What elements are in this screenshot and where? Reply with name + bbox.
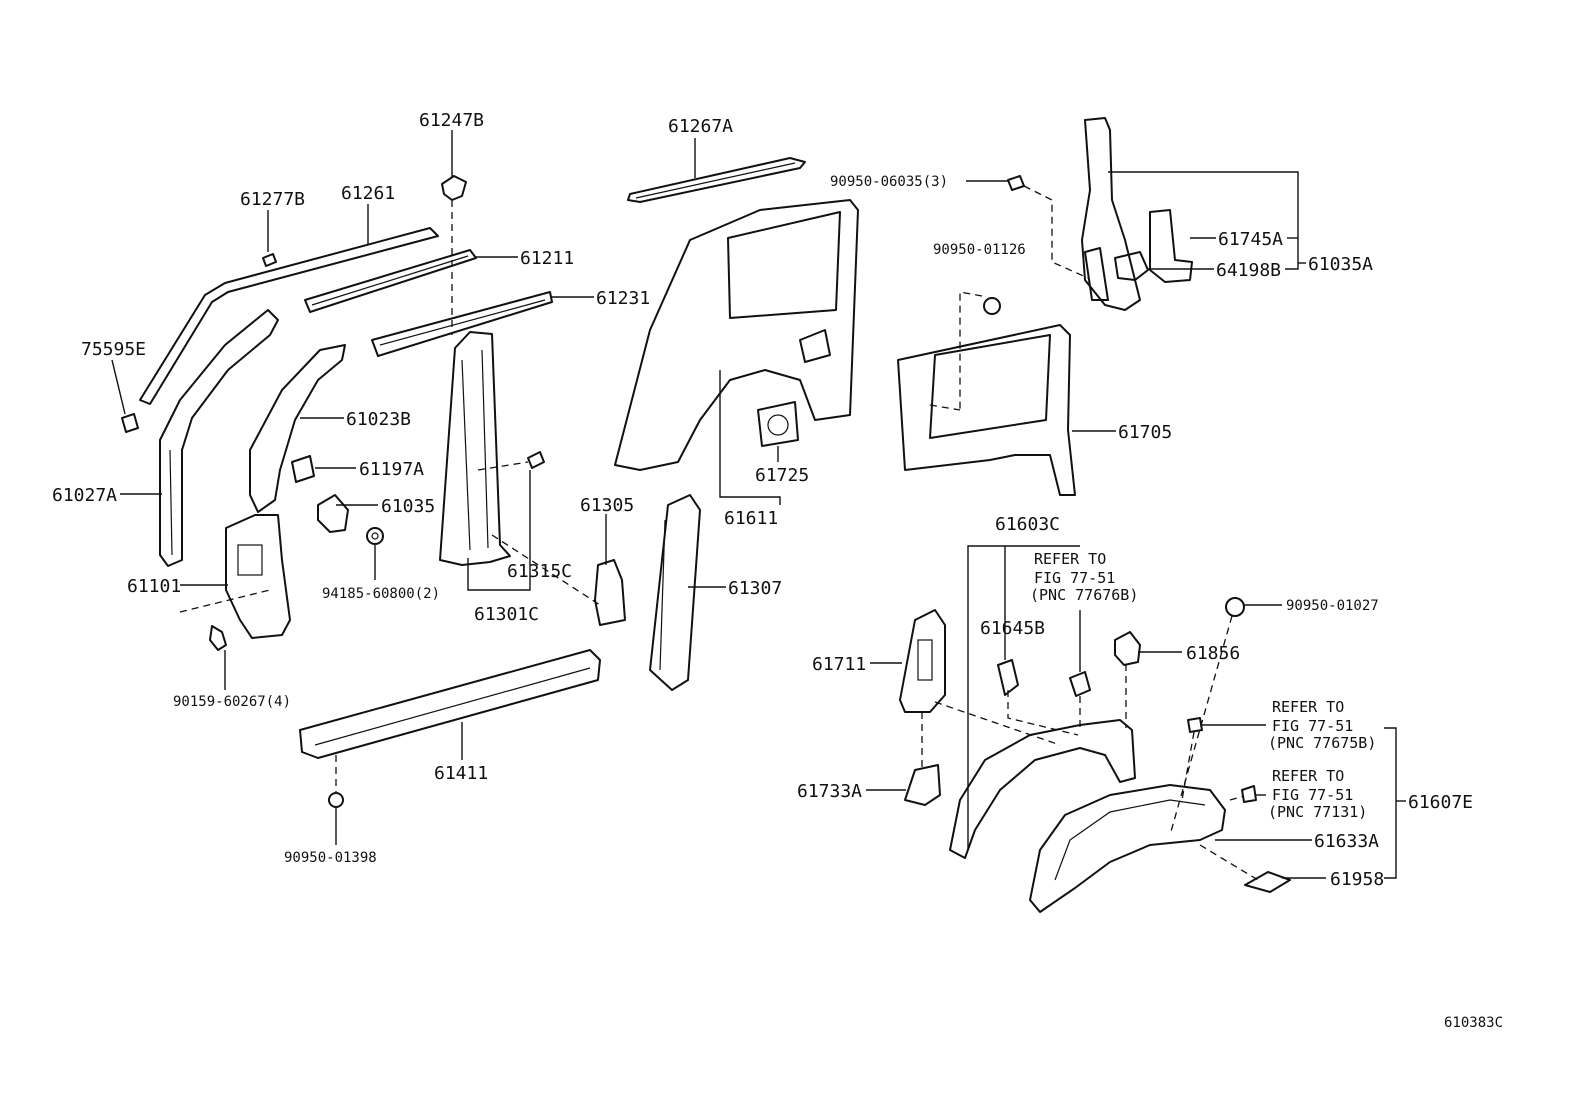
part-64198B	[1114, 251, 1149, 281]
label-90950-01126: 90950-01126	[933, 242, 1026, 258]
part-61247B	[441, 175, 467, 201]
label-61307: 61307	[728, 578, 782, 599]
label-61725: 61725	[755, 465, 809, 486]
part-61101	[225, 514, 291, 639]
label-61305: 61305	[580, 495, 634, 516]
part-61211	[304, 249, 477, 313]
label-64198B: 64198B	[1216, 260, 1281, 281]
label-61705: 61705	[1118, 422, 1172, 443]
label-90159-60267: 90159-60267(4)	[173, 694, 291, 710]
part-61307	[649, 494, 701, 691]
refer-to-block-77675B: REFER TO FIG 77-51 (PNC 77675B)	[1268, 698, 1376, 752]
part-61611	[614, 199, 859, 471]
part-61261	[139, 227, 439, 405]
part-90950-01027	[1225, 597, 1245, 617]
label-61745A: 61745A	[1218, 229, 1283, 250]
label-90950-06035: 90950-06035(3)	[830, 174, 948, 190]
label-61411: 61411	[434, 763, 488, 784]
ref1-line3: (PNC 77676B)	[1030, 586, 1138, 604]
ref3-line1: REFER TO	[1272, 767, 1344, 785]
ref3-line2: FIG 77-51	[1272, 786, 1353, 804]
label-61211: 61211	[520, 248, 574, 269]
part-61197A	[291, 455, 315, 483]
label-61856: 61856	[1186, 643, 1240, 664]
refer-to-block-77676B: REFER TO FIG 77-51 (PNC 77676B)	[1030, 550, 1138, 604]
part-61725	[757, 401, 799, 447]
label-61247B: 61247B	[419, 110, 484, 131]
label-94185-60800: 94185-60800(2)	[322, 586, 440, 602]
label-61733A: 61733A	[797, 781, 862, 802]
label-90950-01027: 90950-01027	[1286, 598, 1379, 614]
part-61267A	[627, 157, 806, 203]
label-61101: 61101	[127, 576, 181, 597]
label-61197A: 61197A	[359, 459, 424, 480]
diagram-id: 610383C	[1444, 1015, 1503, 1031]
part-90159-bolt	[209, 625, 227, 651]
label-61267A: 61267A	[668, 116, 733, 137]
label-61035A: 61035A	[1308, 254, 1373, 275]
label-61633A: 61633A	[1314, 831, 1379, 852]
part-75595E	[121, 413, 139, 433]
part-ref-77131	[1241, 785, 1257, 803]
label-61645B: 61645B	[980, 618, 1045, 639]
part-61745A	[1149, 209, 1193, 283]
label-61261: 61261	[341, 183, 395, 204]
part-61958	[1244, 871, 1291, 893]
part-61301C	[439, 331, 511, 566]
part-90950-06035	[1007, 175, 1025, 191]
label-61603C: 61603C	[995, 514, 1060, 535]
ref1-line2: FIG 77-51	[1034, 569, 1115, 587]
label-61315C: 61315C	[507, 561, 572, 582]
part-61603C	[949, 719, 1136, 859]
part-61411	[299, 649, 601, 759]
part-94185-nut	[366, 527, 384, 545]
part-90950-01398	[328, 792, 344, 808]
ref2-line2: FIG 77-51	[1272, 717, 1353, 735]
refer-to-block-77131: REFER TO FIG 77-51 (PNC 77131)	[1268, 767, 1367, 821]
ref3-line3: (PNC 77131)	[1268, 803, 1367, 821]
label-61607E: 61607E	[1408, 792, 1473, 813]
label-61301C: 61301C	[474, 604, 539, 625]
label-61035: 61035	[381, 496, 435, 517]
part-61633A	[1029, 784, 1226, 913]
ref2-line3: (PNC 77675B)	[1268, 734, 1376, 752]
label-61027A: 61027A	[52, 485, 117, 506]
part-61231	[371, 291, 553, 357]
part-61305	[594, 559, 626, 626]
part-90950-01126	[983, 297, 1001, 315]
part-ref-77675B	[1187, 717, 1203, 733]
part-ref-77676B	[1069, 671, 1091, 697]
part-61705	[897, 324, 1076, 496]
ref2-line1: REFER TO	[1272, 698, 1344, 716]
ref1-line1: REFER TO	[1034, 550, 1106, 568]
label-61711: 61711	[812, 654, 866, 675]
dashed-lines	[179, 185, 1259, 881]
part-61277B	[262, 253, 277, 267]
part-61711	[899, 609, 946, 713]
label-61611: 61611	[724, 508, 778, 529]
label-75595E: 75595E	[81, 339, 146, 360]
label-61958: 61958	[1330, 869, 1384, 890]
part-61027A	[159, 309, 279, 567]
label-61231: 61231	[596, 288, 650, 309]
part-61035A	[1081, 117, 1141, 311]
part-61856	[1114, 631, 1141, 666]
part-61035	[317, 494, 349, 533]
part-61645B	[997, 659, 1019, 696]
leader-lines	[111, 130, 1406, 879]
label-61277B: 61277B	[240, 189, 305, 210]
part-61023B	[249, 344, 346, 513]
part-labels: 61247B 61267A 61277B 61261 61211 61231 7…	[52, 110, 1473, 890]
label-61023B: 61023B	[346, 409, 411, 430]
part-61733A	[904, 764, 941, 806]
part-61315C	[527, 451, 545, 469]
label-90950-01398: 90950-01398	[284, 850, 377, 866]
